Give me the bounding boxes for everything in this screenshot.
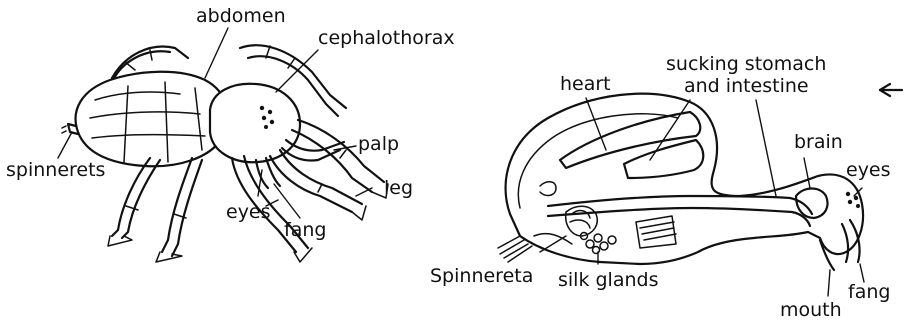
label-eyes-section: eyes [846,159,891,181]
spider-cephalothorax [210,84,300,162]
label-silk-glands: silk glands [558,269,658,291]
section-heart [560,112,700,168]
section-stomach-intestine [540,140,812,226]
label-spinnereta: Spinnereta [430,265,533,287]
label-heart: heart [560,73,611,95]
label-cephalothorax: cephalothorax [318,27,455,49]
arrow-icon [880,84,902,96]
label-palp: palp [358,133,399,155]
label-brain: brain [794,131,843,153]
section-mouth [820,240,834,270]
section-muscle [636,216,676,248]
label-fang-section: fang [848,281,890,303]
spider-section-view: heart sucking stomach and intestine brai… [430,53,902,321]
section-body-outline [506,94,864,264]
label-stomach-line2: and intestine [684,75,809,97]
section-spinnerets [498,234,572,262]
label-abdomen: abdomen [196,5,286,27]
label-fang-external: fang [284,219,326,241]
spider-abdomen [76,72,228,167]
label-spinnerets: spinnerets [6,159,105,181]
spider-external-view: abdomen cephalothorax spinnerets palp le… [6,5,455,262]
label-stomach-line1: sucking stomach [666,53,826,75]
label-leg: leg [384,177,413,199]
label-mouth: mouth [780,299,842,321]
label-eyes-external: eyes [226,201,271,223]
spider-spinnerets [62,124,78,134]
section-eyes [846,192,860,208]
